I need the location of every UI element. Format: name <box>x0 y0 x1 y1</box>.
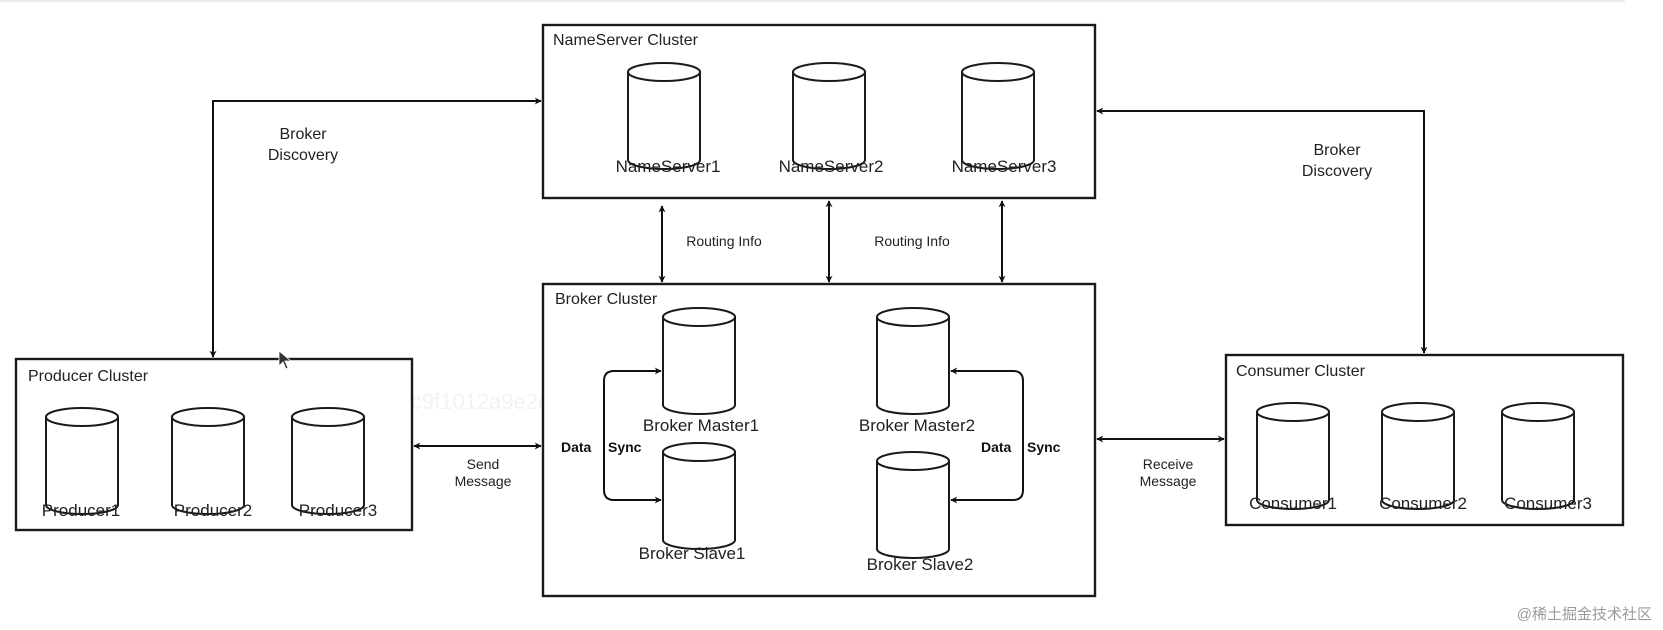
data-sync-right-arrow <box>950 367 1024 504</box>
node-label: NameServer1 <box>616 157 721 176</box>
database-cylinder-icon <box>961 62 1035 170</box>
node-label: Broker Master1 <box>643 416 759 435</box>
data-sync-right-label-sync: Sync <box>1027 439 1061 455</box>
node-label: NameServer3 <box>952 157 1057 176</box>
node-label: Producer2 <box>174 501 252 520</box>
receive-message-label-line1: Receive <box>1143 456 1194 472</box>
broker-slave1-node: Broker Slave1 <box>639 442 746 563</box>
producer1-node: Producer1 <box>42 407 120 520</box>
database-cylinder-icon <box>171 407 245 515</box>
routing-info-label-left: Routing Info <box>686 233 762 249</box>
mouse-cursor-icon <box>278 350 293 370</box>
nameserver1-node: NameServer1 <box>616 62 721 176</box>
node-label: Broker Master2 <box>859 416 975 435</box>
nameserver2-node: NameServer2 <box>779 62 884 176</box>
producer-nameserver-discovery-arrow <box>209 97 542 358</box>
nameserver3-node: NameServer3 <box>952 62 1057 176</box>
data-sync-left-label-sync: Sync <box>608 439 642 455</box>
receive-message-label-line2: Message <box>1140 473 1197 489</box>
broker-cluster-title: Broker Cluster <box>555 291 658 308</box>
consumer2-node: Consumer2 <box>1379 402 1467 513</box>
node-label: Producer3 <box>299 501 377 520</box>
database-cylinder-icon <box>876 307 950 415</box>
data-sync-left-label-data: Data <box>561 439 592 455</box>
data-sync-right-label-data: Data <box>981 439 1012 455</box>
database-cylinder-icon <box>627 62 701 170</box>
producer-discovery-label-line2: Discovery <box>268 147 338 164</box>
watermark-site: @稀土掘金技术社区 <box>1517 606 1652 623</box>
node-label: Broker Slave2 <box>867 555 974 574</box>
broker-cluster: Broker Cluster <box>541 282 1097 598</box>
broker-cluster-box <box>541 282 1097 598</box>
node-label: Consumer3 <box>1504 494 1592 513</box>
consumer-nameserver-discovery-arrow <box>1096 107 1428 354</box>
node-label: Consumer1 <box>1249 494 1337 513</box>
producer-cluster-title: Producer Cluster <box>28 368 149 385</box>
database-cylinder-icon <box>662 307 736 415</box>
consumer-discovery-label-line1: Broker <box>1313 142 1361 159</box>
consumer3-node: Consumer3 <box>1501 402 1592 513</box>
consumer1-node: Consumer1 <box>1249 402 1337 513</box>
send-message-label-line2: Message <box>455 473 512 489</box>
data-sync-left-arrow <box>603 367 662 504</box>
send-message-label-line1: Send <box>467 456 500 472</box>
node-label: Producer1 <box>42 501 120 520</box>
producer-discovery-label-line1: Broker <box>279 126 327 143</box>
broker-slave2-node: Broker Slave2 <box>867 451 974 574</box>
nameserver-cluster-title: NameServer Cluster <box>553 32 699 49</box>
node-label: Consumer2 <box>1379 494 1467 513</box>
producer2-node: Producer2 <box>171 407 252 520</box>
consumer-cluster-title: Consumer Cluster <box>1236 363 1366 380</box>
database-cylinder-icon <box>792 62 866 170</box>
producer3-node: Producer3 <box>291 407 377 520</box>
node-label: Broker Slave1 <box>639 544 746 563</box>
database-cylinder-icon <box>876 451 950 559</box>
node-label: NameServer2 <box>779 157 884 176</box>
routing-info-label-right: Routing Info <box>874 233 950 249</box>
consumer-discovery-label-line2: Discovery <box>1302 163 1372 180</box>
database-cylinder-icon <box>291 407 365 515</box>
broker-master2-node: Broker Master2 <box>859 307 975 435</box>
database-cylinder-icon <box>662 442 736 550</box>
database-cylinder-icon <box>45 407 119 515</box>
broker-master1-node: Broker Master1 <box>643 307 759 435</box>
